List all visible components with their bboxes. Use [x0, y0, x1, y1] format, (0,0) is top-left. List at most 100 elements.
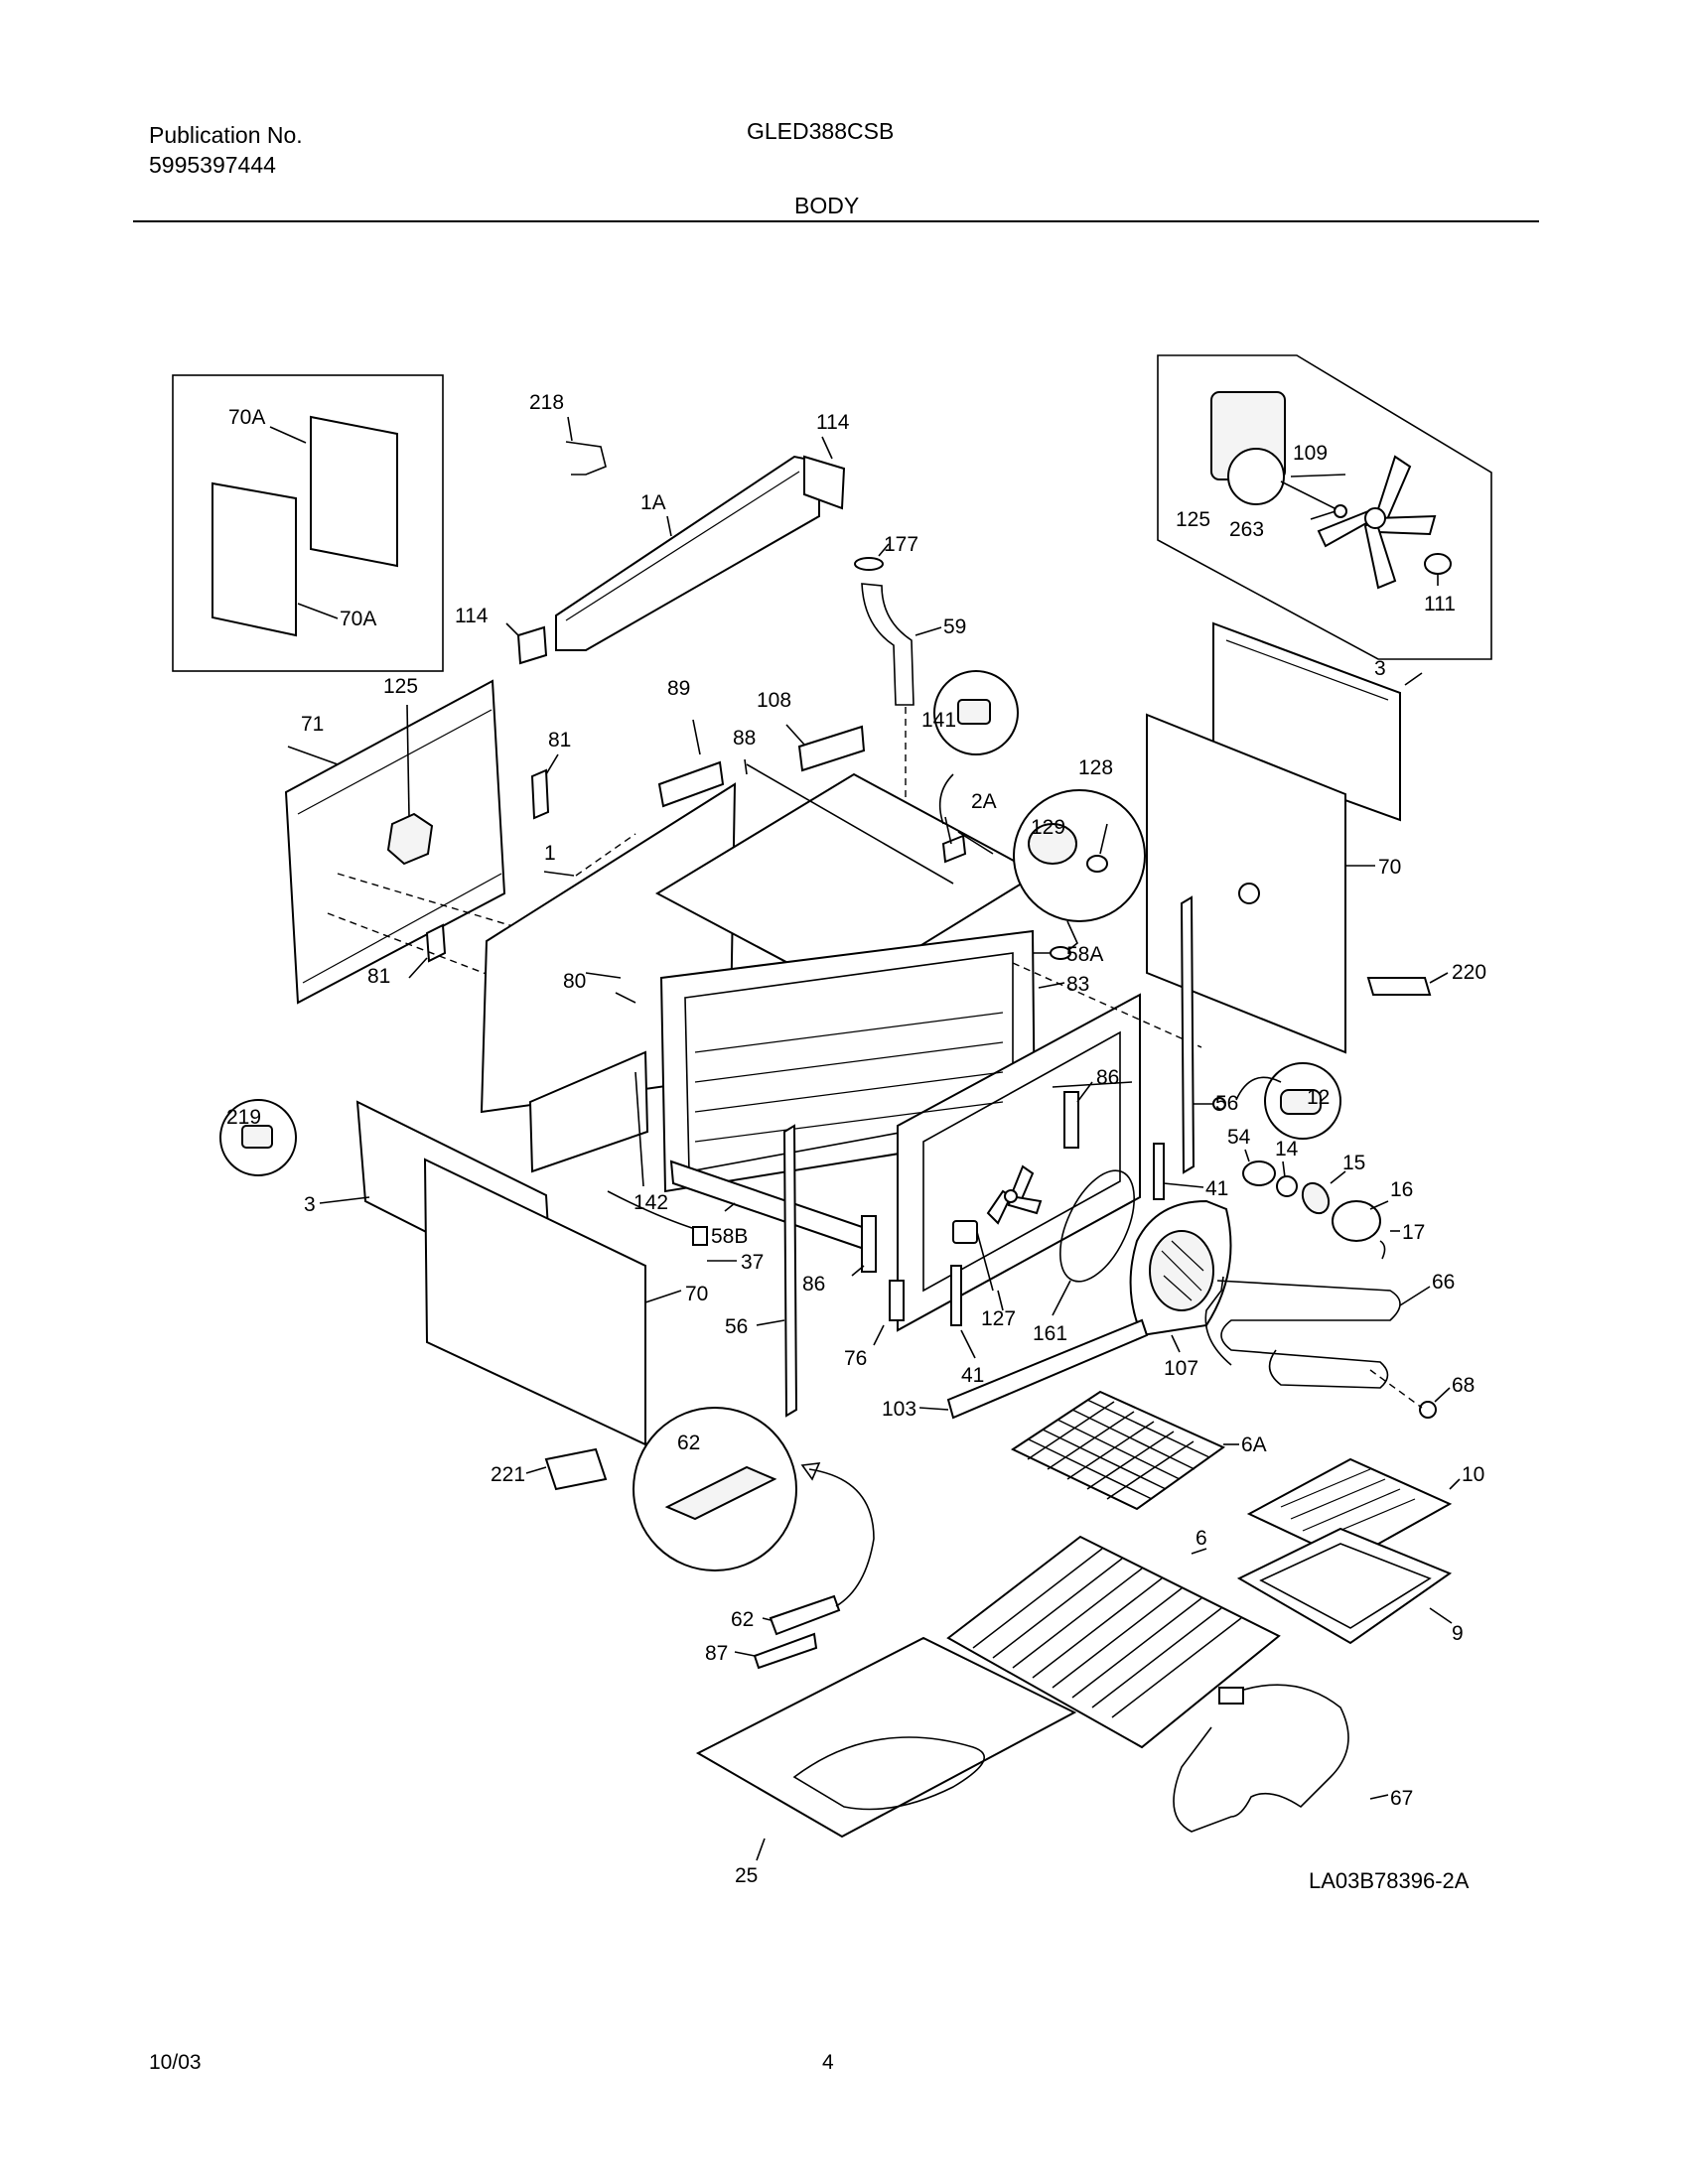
- part-83-front-frame: [897, 993, 1141, 1332]
- part-129-spring: [1028, 823, 1077, 865]
- part-14-socket: [1276, 1175, 1298, 1197]
- callout-76: 76: [844, 1347, 867, 1370]
- callout-89: 89: [667, 677, 690, 700]
- callout-86-right: 86: [1096, 1066, 1119, 1089]
- part-86-hinge-left: [861, 1215, 877, 1273]
- part-16-lens-cover: [1332, 1200, 1381, 1242]
- part-6-oven-rack: [946, 1535, 1281, 1749]
- part-15-bulb: [1301, 1181, 1331, 1215]
- callout-67: 67: [1390, 1787, 1413, 1810]
- callout-16: 16: [1390, 1178, 1413, 1201]
- publication-number: 5995397444: [149, 152, 276, 178]
- part-54-lens-holder: [1242, 1160, 1276, 1186]
- callout-6A: 6A: [1241, 1433, 1267, 1456]
- callout-220: 220: [1452, 961, 1486, 984]
- page-number: 4: [822, 2051, 834, 2074]
- callout-1: 1: [544, 842, 556, 865]
- part-263-nut: [1334, 504, 1347, 518]
- callout-14: 14: [1275, 1138, 1299, 1160]
- publication-label: Publication No.: [149, 122, 303, 148]
- part-177-grommet: [854, 557, 884, 571]
- figure-reference: LA03B78396-2A: [1309, 1868, 1470, 1893]
- callout-62: 62: [731, 1608, 754, 1631]
- callout-70-right: 70: [1378, 856, 1401, 879]
- part-129-detail-circle: [1013, 789, 1146, 922]
- part-221-bracket: [544, 1447, 608, 1491]
- part-56-channel-left: [782, 1124, 798, 1418]
- part-62-terminal-detail: [664, 1465, 777, 1521]
- callout-70A-top: 70A: [228, 406, 265, 429]
- part-109-fan-blade: [1317, 455, 1437, 590]
- callout-128: 128: [1078, 756, 1113, 779]
- callout-17: 17: [1402, 1221, 1425, 1244]
- callout-9: 9: [1452, 1622, 1464, 1645]
- callout-114-left: 114: [455, 605, 489, 627]
- callout-25: 25: [735, 1864, 758, 1887]
- part-59-vent-tube: [861, 583, 914, 706]
- part-76-bracket: [889, 1280, 905, 1321]
- part-6A-wire-rack: [1010, 1390, 1225, 1511]
- part-220-bracket: [1366, 977, 1432, 996]
- callout-87: 87: [705, 1642, 728, 1665]
- footer-date: 10/03: [149, 2051, 202, 2074]
- part-111-nut: [1424, 553, 1452, 575]
- callout-10: 10: [1462, 1463, 1484, 1486]
- part-1A-rear-panel: [555, 455, 820, 651]
- part-81-bracket-top: [530, 768, 550, 820]
- callout-125-inset: 125: [1176, 508, 1210, 531]
- callout-6: 6: [1196, 1527, 1207, 1550]
- callout-142: 142: [633, 1191, 668, 1214]
- callout-129: 129: [1031, 816, 1065, 839]
- callout-70-left: 70: [685, 1283, 708, 1305]
- part-62-terminal-block: [769, 1594, 841, 1636]
- part-114-bracket-left: [516, 625, 548, 665]
- part-70A-panel-lower: [211, 481, 297, 637]
- part-6-rack-bars: [972, 1548, 1242, 1718]
- part-70A-panel-upper: [310, 415, 398, 568]
- part-128-plunger: [1086, 855, 1108, 873]
- callout-58B: 58B: [711, 1225, 748, 1248]
- header-divider: [133, 220, 1539, 222]
- callout-141: 141: [921, 709, 956, 732]
- part-161-convection-element: [1059, 1169, 1135, 1283]
- callout-109: 109: [1293, 442, 1328, 465]
- callout-41-bottom: 41: [961, 1364, 984, 1387]
- part-114-bracket-right: [803, 455, 846, 510]
- part-6A-rack-grid: [1027, 1399, 1210, 1500]
- callout-71: 71: [301, 713, 324, 736]
- callout-41-right: 41: [1205, 1177, 1228, 1200]
- callout-218: 218: [529, 391, 564, 414]
- part-68-clip: [1419, 1401, 1437, 1419]
- callout-219: 219: [226, 1106, 261, 1129]
- callout-103: 103: [882, 1398, 916, 1421]
- callout-56-right: 56: [1215, 1092, 1238, 1115]
- callout-81-top: 81: [548, 729, 571, 751]
- part-127-sensor: [952, 1220, 978, 1244]
- part-88-rod: [746, 763, 954, 885]
- callout-58A: 58A: [1066, 943, 1103, 966]
- callout-56-left: 56: [725, 1315, 748, 1338]
- part-37-wire: [607, 1190, 696, 1230]
- part-103-vent-trim: [946, 1318, 1149, 1420]
- part-67-terminal: [1218, 1687, 1244, 1705]
- callout-15: 15: [1342, 1152, 1365, 1174]
- callout-161: 161: [1033, 1322, 1067, 1345]
- callout-111: 111: [1424, 593, 1456, 615]
- callout-263: 263: [1229, 518, 1264, 541]
- part-89-switch: [657, 760, 725, 808]
- part-142-bracket: [528, 1050, 649, 1173]
- callout-83: 83: [1066, 973, 1089, 996]
- part-67-bake-element: [1173, 1684, 1349, 1833]
- section-title: BODY: [794, 193, 860, 218]
- part-141-lock-motor: [941, 834, 967, 864]
- callout-59: 59: [943, 615, 966, 638]
- callout-54: 54: [1227, 1126, 1251, 1149]
- callout-127: 127: [981, 1307, 1016, 1330]
- callout-81-bottom: 81: [367, 965, 390, 988]
- part-70-left-insulation: [423, 1158, 646, 1446]
- part-219-thermostat: [241, 1125, 273, 1149]
- callout-70A-bottom: 70A: [340, 608, 376, 630]
- part-fan-inside-cavity: [986, 1164, 1043, 1225]
- callout-1A: 1A: [640, 491, 666, 514]
